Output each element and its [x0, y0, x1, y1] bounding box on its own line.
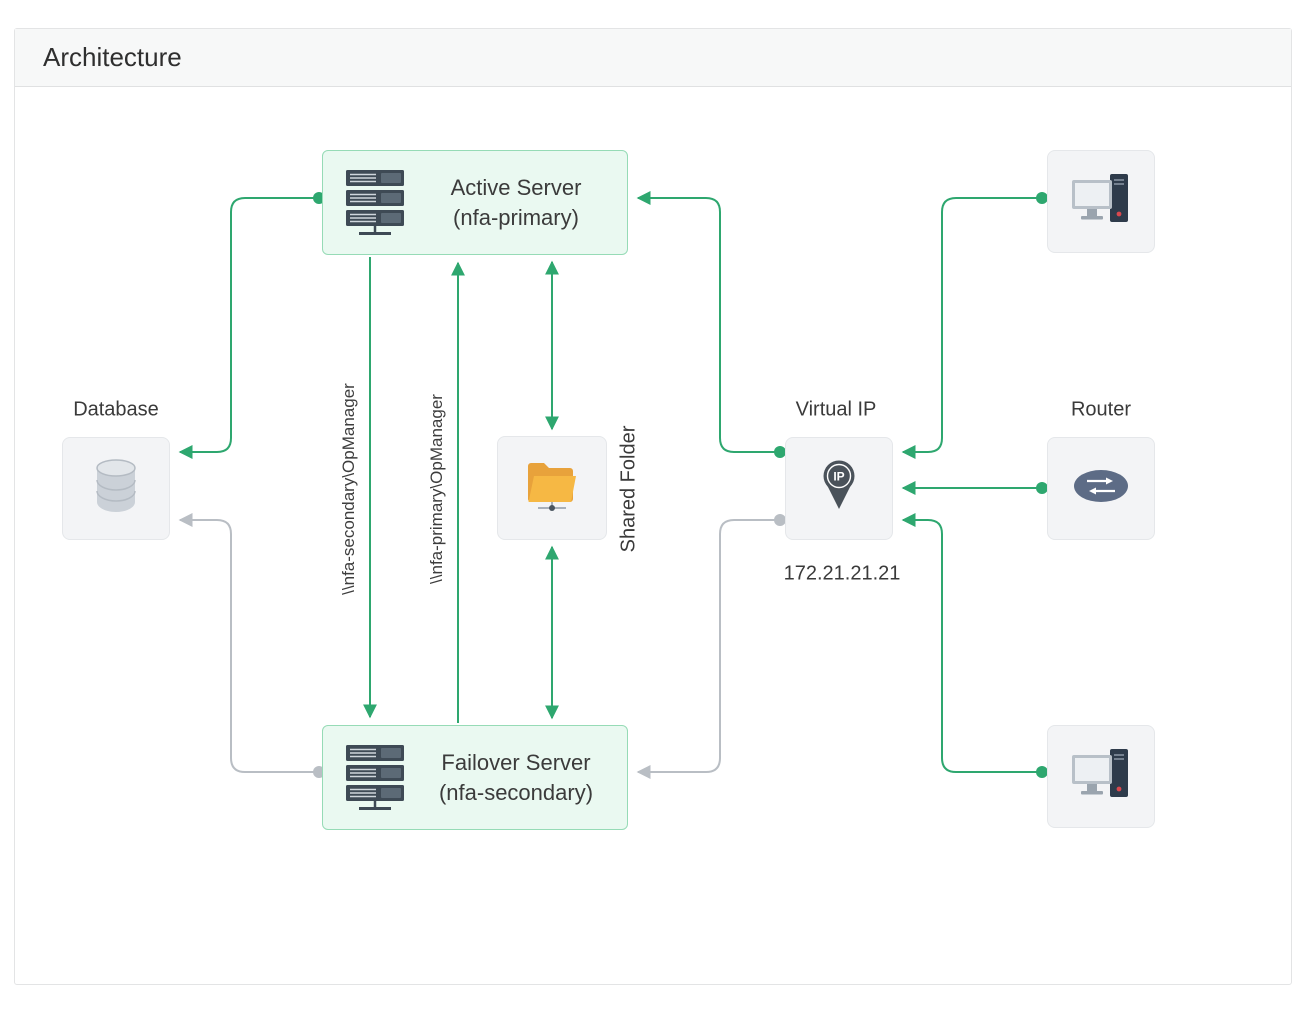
card-header: Architecture	[15, 29, 1291, 87]
active-server-title: Active Server	[450, 174, 582, 200]
edge-label-nfa-primary-share: \\nfa-primary\OpManager	[427, 394, 446, 584]
page-title: Architecture	[43, 42, 182, 72]
failover-server-subtitle: (nfa-secondary)	[438, 779, 594, 805]
server-rack-icon	[345, 169, 405, 237]
shared-folder-label: Shared Folder	[617, 425, 640, 553]
node-active-server: Active Server (nfa-primary)	[322, 150, 628, 255]
failover-server-title: Failover Server	[441, 749, 591, 775]
svg-text:IP: IP	[833, 470, 844, 484]
database-label: Database	[73, 398, 159, 421]
workstation-icon	[1070, 171, 1132, 232]
node-router	[1047, 437, 1155, 540]
ip-pin-icon: IP	[818, 459, 860, 518]
failover-server-text: Failover Server (nfa-secondary)	[405, 748, 627, 807]
server-rack-icon	[345, 744, 405, 812]
virtual-ip-label: Virtual IP	[795, 398, 877, 421]
node-workstation-bottom	[1047, 725, 1155, 828]
virtual-ip-address: 172.21.21.21	[783, 562, 901, 585]
node-virtual-ip: IP	[785, 437, 893, 540]
node-workstation-top	[1047, 150, 1155, 253]
active-server-text: Active Server (nfa-primary)	[405, 173, 627, 232]
router-label: Router	[1070, 398, 1132, 421]
active-server-subtitle: (nfa-primary)	[453, 204, 579, 230]
database-icon	[91, 458, 141, 519]
node-shared-folder	[497, 436, 607, 540]
node-failover-server: Failover Server (nfa-secondary)	[322, 725, 628, 830]
workstation-icon	[1070, 746, 1132, 807]
shared-folder-icon	[525, 457, 579, 520]
node-database	[62, 437, 170, 540]
edge-label-nfa-secondary-share: \\nfa-secondary\OpManager	[339, 383, 358, 595]
router-icon	[1072, 466, 1130, 511]
